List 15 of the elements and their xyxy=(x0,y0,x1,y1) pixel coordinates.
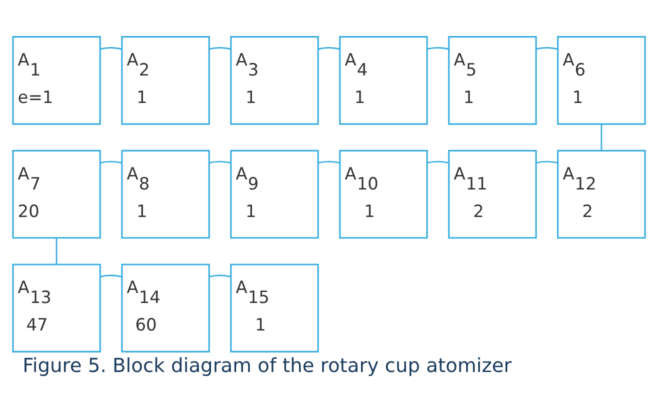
connector xyxy=(100,274,122,278)
connector xyxy=(600,124,602,150)
connector xyxy=(100,47,122,50)
connector xyxy=(209,160,231,164)
connector xyxy=(56,238,58,264)
connector xyxy=(536,160,558,164)
connector xyxy=(209,47,231,50)
connector xyxy=(209,274,231,278)
connector xyxy=(536,47,558,50)
connector xyxy=(318,160,340,164)
connector xyxy=(427,160,449,164)
caption: Figure 5. Block diagram of the rotary cup atomizer xyxy=(22,354,512,378)
connector xyxy=(318,47,340,50)
connector xyxy=(100,160,122,164)
connector xyxy=(427,47,449,50)
